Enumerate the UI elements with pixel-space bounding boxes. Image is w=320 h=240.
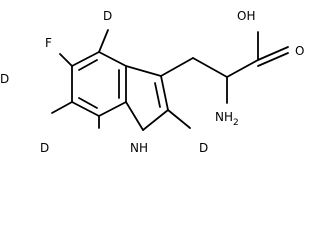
side-chain bbox=[160, 31, 289, 104]
substituent-bonds bbox=[51, 29, 191, 129]
fluorine-label: F bbox=[45, 36, 52, 50]
deuterium-c2-label: D bbox=[199, 141, 208, 155]
amino-subscript: 2 bbox=[233, 118, 239, 128]
amino-label: NH2 bbox=[215, 110, 239, 128]
deuterium-c6-label: D bbox=[0, 72, 9, 86]
carbonyl-oxygen-label: O bbox=[295, 44, 304, 58]
deuterium-c4-label: D bbox=[103, 9, 112, 23]
nh-ring-text: NH bbox=[130, 141, 148, 155]
benzene-ring bbox=[71, 51, 127, 117]
hydroxyl-label: OH bbox=[237, 9, 255, 23]
nh-ring-label: NH bbox=[130, 141, 148, 155]
deuterium-c7-label: D bbox=[40, 141, 49, 155]
pyrrole-ring bbox=[125, 65, 169, 131]
molecule-structure: F D D D D NH OH O NH2 bbox=[0, 9, 304, 155]
amino-text: NH bbox=[215, 110, 233, 124]
